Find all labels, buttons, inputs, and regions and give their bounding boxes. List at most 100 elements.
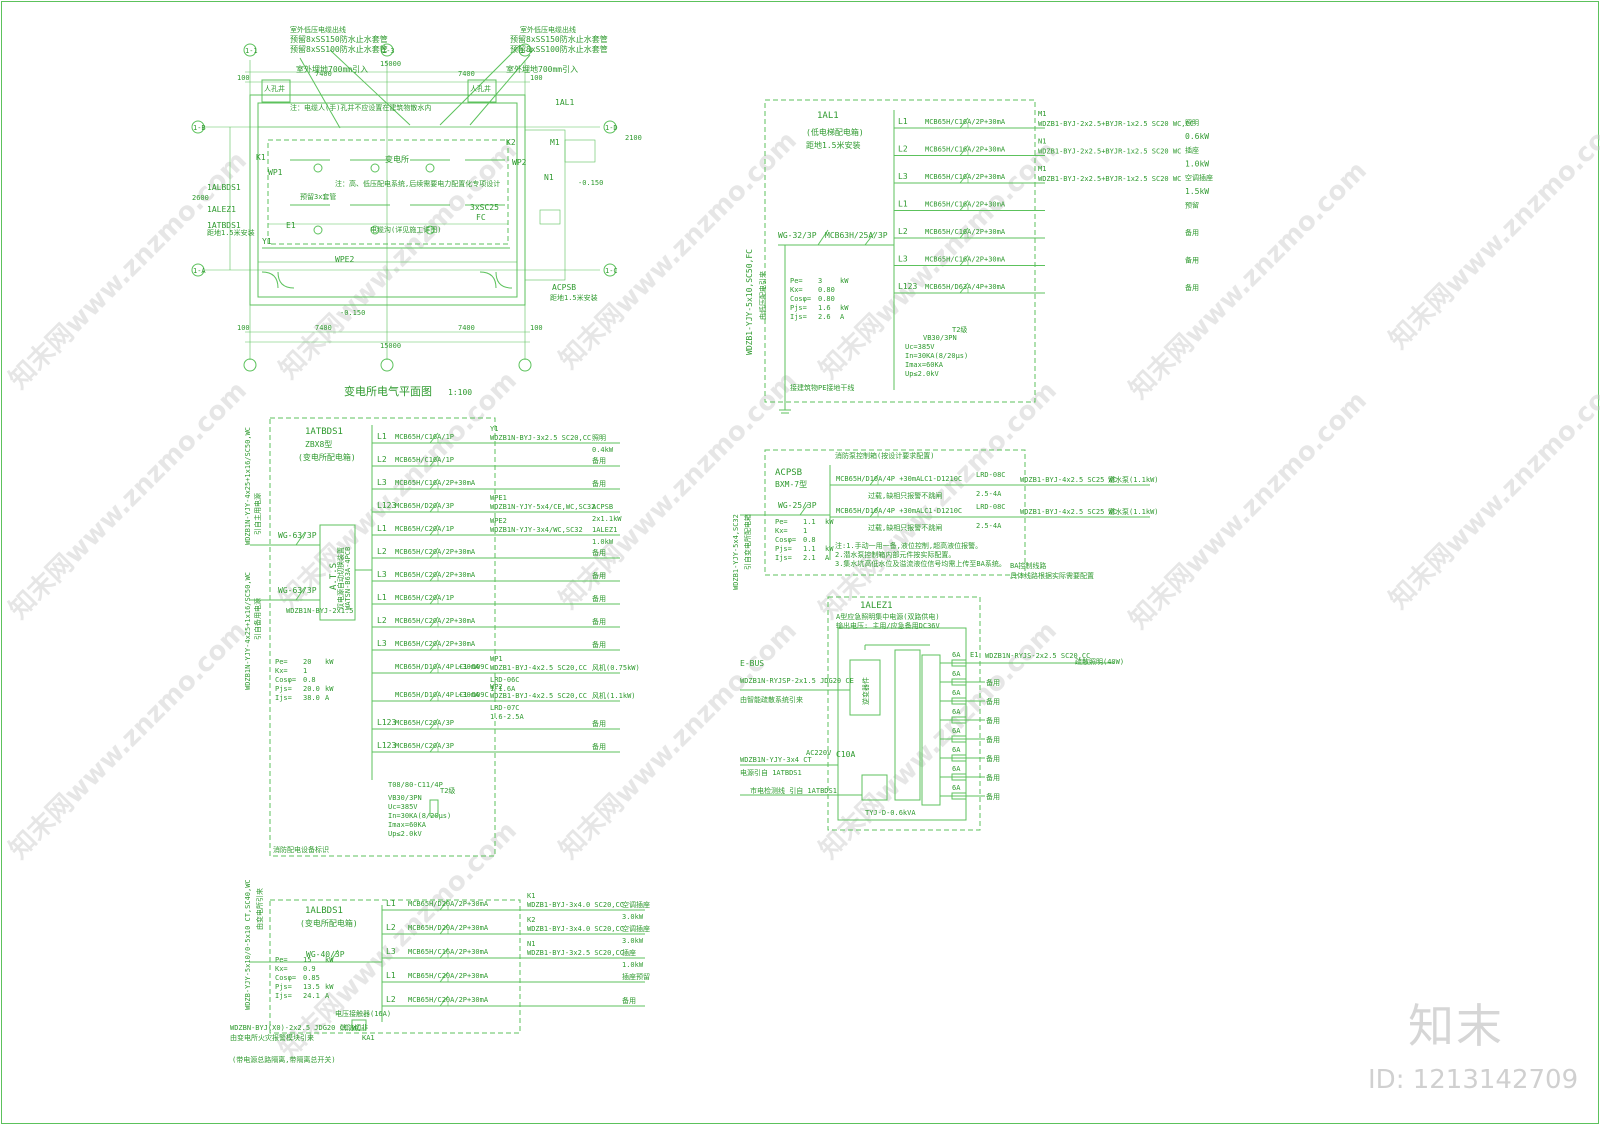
- circuit-cable: WDZB1-BYJ-2x2.5+BYJR-1x2.5 SC20 WC,CC: [1038, 120, 1194, 128]
- circuit-id: M1: [1038, 165, 1046, 173]
- circuit-breaker: MCB65H/D20A/2P+30mA: [408, 900, 489, 908]
- circuit-breaker: MCB65H/C16A/2P+30mA: [925, 118, 1006, 126]
- calc-value: 1: [303, 667, 307, 675]
- svg-text:WDZB-YJY-5x10/0-5x10 CT,SC40,W: WDZB-YJY-5x10/0-5x10 CT,SC40,WC: [244, 879, 252, 1010]
- svg-text:T2级: T2级: [952, 325, 967, 334]
- circuit-use: 预留: [1185, 201, 1199, 210]
- calc-label: Ijs=: [275, 992, 292, 1000]
- circuit-breaker: MCB65H/C20A/2P+30mA: [395, 640, 476, 648]
- circuit-use: 备用: [592, 456, 606, 465]
- circuit-breaker: MCB65H/D10A/4P +30mA: [395, 691, 480, 699]
- svg-text:1ALBDS1: 1ALBDS1: [305, 906, 343, 916]
- calc-unit: kW: [325, 658, 334, 666]
- circuit-phase: L1: [898, 200, 908, 209]
- circuit-id: WPE2: [490, 517, 507, 525]
- circuit-use: 疏散照明(40W): [1075, 657, 1124, 666]
- svg-text:预留8xSS100防水止水套管: 预留8xSS100防水止水套管: [510, 44, 608, 54]
- circuit-contactor: LC1-D1210C: [920, 507, 962, 515]
- fuse-symbol: [951, 678, 967, 686]
- svg-text:-0.150: -0.150: [340, 309, 365, 317]
- circuit-fuse: 6A: [952, 727, 961, 735]
- svg-text:由智能疏散系统引来: 由智能疏散系统引来: [740, 695, 803, 704]
- calc-unit: A: [325, 992, 330, 1000]
- fuse-symbol: [951, 697, 967, 705]
- circuit-use: 备用: [592, 479, 606, 488]
- circuit-cable: WDZB1-BYJ-4x2.5 SC20,CC: [490, 664, 587, 672]
- svg-text:VB30/3PN: VB30/3PN: [923, 334, 957, 342]
- calc-label: Pjs=: [275, 685, 292, 693]
- calc-unit: A: [840, 313, 845, 321]
- svg-text:-0.150: -0.150: [578, 179, 603, 187]
- svg-text:引自主用电源: 引自主用电源: [253, 493, 262, 535]
- calc-value: 2.1: [803, 554, 816, 562]
- svg-text:WDZBN-BYJ(X0)-2x2.5 JDG20 CC,W: WDZBN-BYJ(X0)-2x2.5 JDG20 CC,WC: [230, 1024, 361, 1032]
- svg-text:市电检测线 引自 1ATBDS1: 市电检测线 引自 1ATBDS1: [750, 786, 837, 795]
- circuit-use: 备用: [622, 996, 636, 1005]
- circuit-contactor: LC1-D1210C: [920, 475, 962, 483]
- plan-scale: 1:100: [448, 388, 472, 397]
- circuit-load: 潜水泵(1.1kW): [1108, 507, 1159, 516]
- svg-text:2100: 2100: [625, 134, 642, 142]
- substation-floor-plan: 变电所电气平面图 1:100 7400 7400 15000 7400 7400…: [191, 25, 642, 398]
- circuit-use: 备用: [592, 548, 606, 557]
- circuit-breaker: MCB65H/C20A/2P+30mA: [408, 996, 489, 1004]
- circuit-breaker: MCB65H/C16A/2P+30mA: [408, 948, 489, 956]
- svg-text:具体线路根据实际需要配置: 具体线路根据实际需要配置: [1010, 571, 1094, 580]
- circuit-contactor: LC1-D09C: [455, 663, 489, 671]
- svg-text:100: 100: [530, 74, 543, 82]
- circuit-range: 1.6-2.5A: [490, 713, 525, 721]
- circuit-cable: WDZB1N-BYJ-3x2.5 SC20,CC: [490, 434, 591, 442]
- circuit-use: 备用: [986, 697, 1000, 706]
- circuit-phase: L123: [898, 282, 917, 291]
- circuit-phase: L1: [377, 524, 387, 533]
- circuit-breaker: MCB65H/C16A/2P+30mA: [925, 146, 1006, 154]
- circuit-relay: LRD-07C: [490, 704, 520, 712]
- fuse-symbol: [951, 792, 967, 800]
- circuit-id: Y1: [490, 425, 498, 433]
- svg-text:输出电压: 主用/应急备用DC36V: 输出电压: 主用/应急备用DC36V: [836, 621, 941, 630]
- circuit-cable: WDZB1-BYJ-3x4.0 SC20,CC: [527, 901, 624, 909]
- circuit-note: 过载,缺相只报警不跳闸: [868, 523, 942, 532]
- circuit-breaker: MCB65H/C20A/1P: [395, 525, 454, 533]
- circuit-phase: L3: [377, 639, 387, 648]
- circuit-use: 照明: [1185, 119, 1199, 127]
- svg-text:引自备用电源: 引自备用电源: [253, 598, 262, 640]
- calc-value: 0.8: [303, 676, 316, 684]
- svg-text:预留8xSS150防水止水套管: 预留8xSS150防水止水套管: [290, 34, 388, 44]
- circuit-breaker: MCB65H/D63A/4P+30mA: [925, 283, 1006, 291]
- calc-value: 0.80: [818, 286, 835, 294]
- circuit-cable: WDZB1N-RYJS-2x2.5 SC20,CC: [985, 652, 1090, 660]
- svg-text:(带电源总路隔离,带隔离总开关): (带电源总路隔离,带隔离总开关): [232, 1055, 336, 1064]
- svg-text:1ATBDS1: 1ATBDS1: [305, 427, 343, 437]
- circuit-use: 1ALEZ1: [592, 526, 617, 534]
- circuit-cable: WDZB1-BYJ-2x2.5+BYJR-1x2.5 SC20 WC: [1038, 175, 1181, 183]
- svg-text:15000: 15000: [380, 60, 401, 68]
- circuit-phase: L123: [377, 718, 396, 727]
- svg-text:Uc=385V: Uc=385V: [388, 803, 418, 811]
- calc-value: 2.6: [818, 313, 831, 321]
- svg-text:距地1.5米安装: 距地1.5米安装: [806, 140, 860, 150]
- svg-text:VB30/3PN: VB30/3PN: [388, 794, 422, 802]
- svg-text:7400: 7400: [458, 70, 475, 78]
- svg-text:C10A: C10A: [836, 750, 855, 759]
- circuit-phase: L3: [377, 570, 387, 579]
- svg-text:消防切非: 消防切非: [340, 1023, 368, 1032]
- calc-value: 0.8: [803, 536, 816, 544]
- svg-text:WDZB1-YJY-5x4,SC32: WDZB1-YJY-5x4,SC32: [732, 514, 740, 590]
- circuit-breaker: MCB65H/C20A/3P: [395, 719, 454, 727]
- circuit-use: 空调插座: [622, 900, 650, 909]
- calc-unit: A: [825, 554, 830, 562]
- svg-text:ACPSB: ACPSB: [552, 283, 576, 292]
- panel-acpsb-schematic: ACPSB BXM-7型 消防泵控制箱(按设计要求配置) WG-25/3P WD…: [732, 449, 1159, 590]
- watermark-text: 知末网www.znzmo.com: [554, 616, 803, 865]
- svg-text:N1: N1: [544, 173, 554, 182]
- fuse-symbol: [951, 754, 967, 762]
- calc-value: 13.5: [303, 983, 320, 991]
- circuit-breaker: MCB65H/C20A/1P: [395, 594, 454, 602]
- circuit-load: 1.0kW: [622, 961, 644, 969]
- circuit-relay: LRD-06C: [490, 676, 520, 684]
- circuit-phase: L3: [898, 255, 908, 264]
- circuit-phase: L2: [898, 145, 908, 154]
- svg-text:In=30KA(8/20μs): In=30KA(8/20μs): [388, 812, 451, 820]
